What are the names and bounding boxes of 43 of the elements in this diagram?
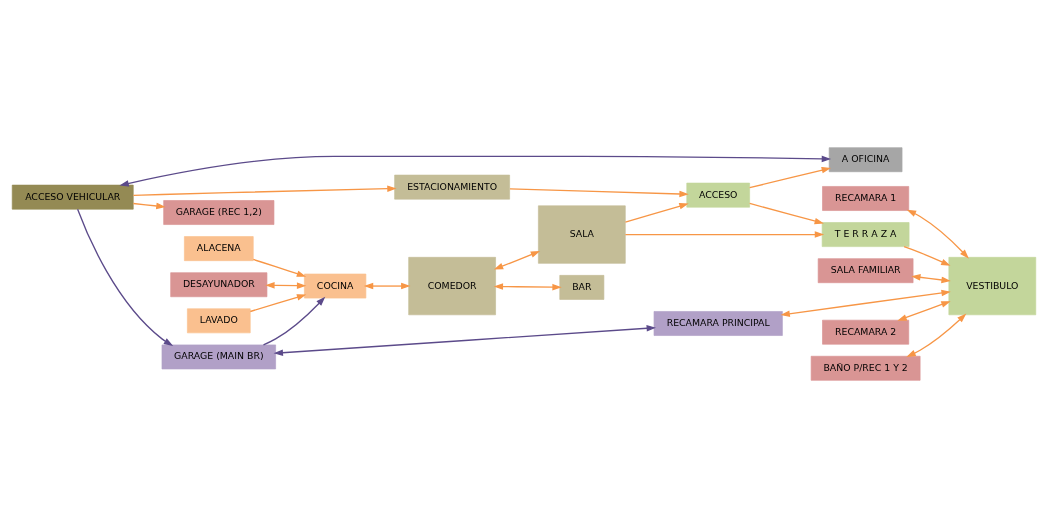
arrow — [252, 258, 307, 277]
arrow — [132, 184, 397, 196]
arrow — [897, 300, 951, 321]
node-box: BAÑO P/REC 1 Y 2 — [810, 355, 921, 381]
arrow — [249, 293, 307, 312]
arrow — [780, 289, 951, 317]
node-box: GARAGE (REC 1,2) — [163, 199, 275, 225]
arrow — [119, 155, 832, 187]
node-box: BAR — [559, 274, 605, 300]
arrow — [749, 166, 832, 188]
arrow — [624, 202, 689, 223]
node-box: LAVADO — [187, 307, 251, 333]
node-box: VESTIBULO — [948, 256, 1037, 315]
arrow — [493, 250, 541, 270]
node-box: ACCESO — [686, 182, 750, 207]
arrow — [363, 282, 411, 289]
node-box: GARAGE (MAIN BR) — [161, 344, 276, 369]
node-box: RECAMARA 1 — [822, 185, 910, 211]
arrow — [265, 281, 307, 289]
node-box: RECAMARA PRINCIPAL — [653, 310, 783, 336]
node-box: COCINA — [304, 273, 367, 298]
arrow — [624, 230, 825, 238]
node-box: SALA — [538, 205, 626, 264]
arrow — [749, 202, 824, 224]
node-box: ESTACIONAMIENTO — [394, 174, 510, 199]
node-box: DESAYUNADOR — [170, 271, 268, 297]
arrow — [273, 324, 656, 356]
node-box: SALA FAMILIAR — [817, 257, 914, 283]
arrow — [132, 202, 166, 209]
node-box: ACCESO VEHICULAR — [11, 184, 134, 209]
node-box: COMEDOR — [408, 256, 496, 315]
node-box: A OFICINA — [828, 146, 903, 172]
arrow — [911, 273, 951, 283]
arrow — [906, 209, 969, 259]
arrow — [509, 187, 689, 197]
arrow — [76, 208, 174, 346]
arrow — [903, 245, 951, 266]
node-box: RECAMARA 2 — [822, 319, 910, 345]
arrow — [906, 312, 967, 357]
arrow — [262, 296, 326, 345]
node-box: T E R R A Z A — [821, 221, 910, 247]
arrow — [493, 282, 562, 290]
node-box: ALACENA — [184, 235, 254, 261]
